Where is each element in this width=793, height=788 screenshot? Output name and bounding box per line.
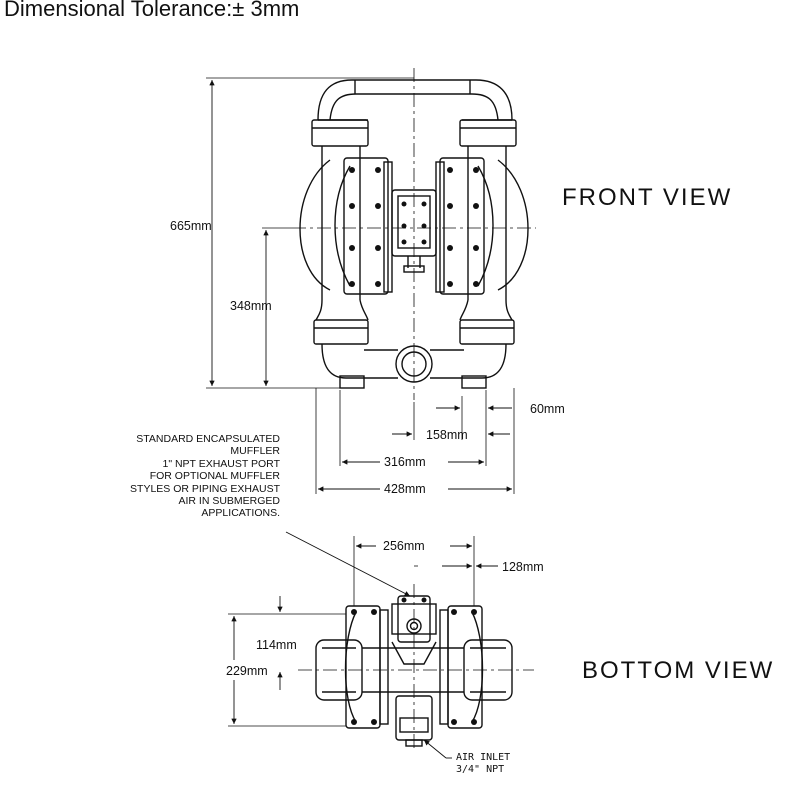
dim-overall-height: 665mm xyxy=(170,219,212,233)
dim-overall-width: 428mm xyxy=(384,482,426,496)
muffler-note-line: STYLES OR PIPING EXHAUST xyxy=(130,482,280,495)
front-view-drawing xyxy=(206,68,536,494)
dim-depth: 229mm xyxy=(226,664,268,678)
dim-mount-span: 256mm xyxy=(383,539,425,553)
muffler-note-line: 1" NPT EXHAUST PORT xyxy=(162,457,280,470)
dim-half-mount: 128mm xyxy=(502,560,544,574)
air-inlet-line: 3/4" NPT xyxy=(456,764,505,775)
muffler-note-line: FOR OPTIONAL MUFFLER xyxy=(149,470,280,483)
air-inlet-line: AIR INLET xyxy=(456,752,511,763)
dim-inner-span: 158mm xyxy=(426,428,468,442)
dim-port-span: 316mm xyxy=(384,455,426,469)
tolerance-title: Dimensional Tolerance:± 3mm xyxy=(4,0,300,21)
muffler-note-line: AIR IN SUBMERGED xyxy=(178,495,280,508)
air-inlet-note: AIR INLET 3/4" NPT xyxy=(456,752,510,776)
bottom-view-label: BOTTOM VIEW xyxy=(582,657,775,684)
dim-half-depth: 114mm xyxy=(256,638,297,652)
muffler-note: STANDARD ENCAPSULATED MUFFLER 1" NPT EXH… xyxy=(100,433,280,520)
dim-center-height: 348mm xyxy=(230,299,272,313)
muffler-note-line: STANDARD ENCAPSULATED MUFFLER xyxy=(136,433,280,458)
bottom-view-drawing xyxy=(228,531,534,759)
front-view-label: FRONT VIEW xyxy=(562,184,733,211)
muffler-note-line: APPLICATIONS. xyxy=(201,507,280,520)
dim-foot-width: 60mm xyxy=(530,402,565,416)
